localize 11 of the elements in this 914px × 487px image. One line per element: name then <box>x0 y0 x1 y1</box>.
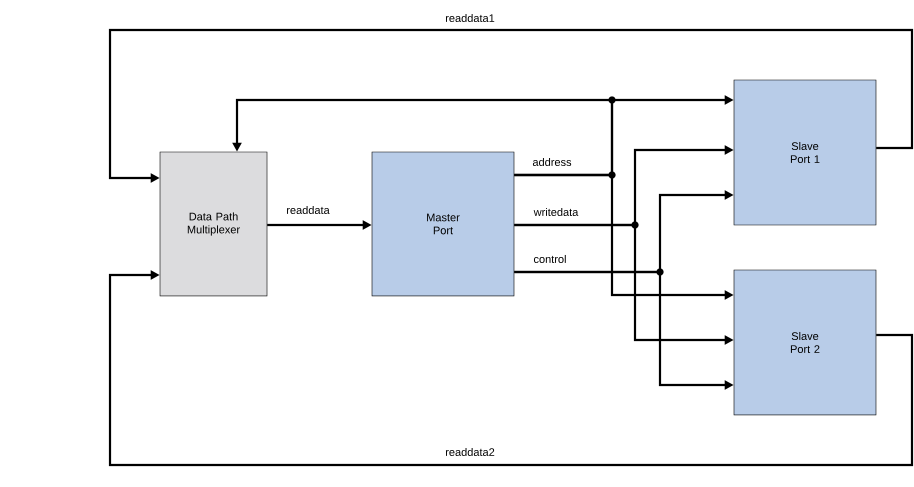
edge-label: readdata <box>287 206 330 214</box>
port-box: Slave Port 1 <box>734 80 876 226</box>
edge-label: control <box>534 254 566 264</box>
edge-label: readdata2 <box>446 448 494 456</box>
port-box: Master Port <box>372 152 514 296</box>
multiplexer-box: Data Path Multiplexer <box>160 152 268 296</box>
edge-label: address <box>532 158 572 166</box>
edge-label: writedata <box>534 208 578 216</box>
port-box: Slave Port 2 <box>734 270 876 416</box>
arrow <box>108 270 914 466</box>
edge-label: readdata1 <box>446 14 494 22</box>
